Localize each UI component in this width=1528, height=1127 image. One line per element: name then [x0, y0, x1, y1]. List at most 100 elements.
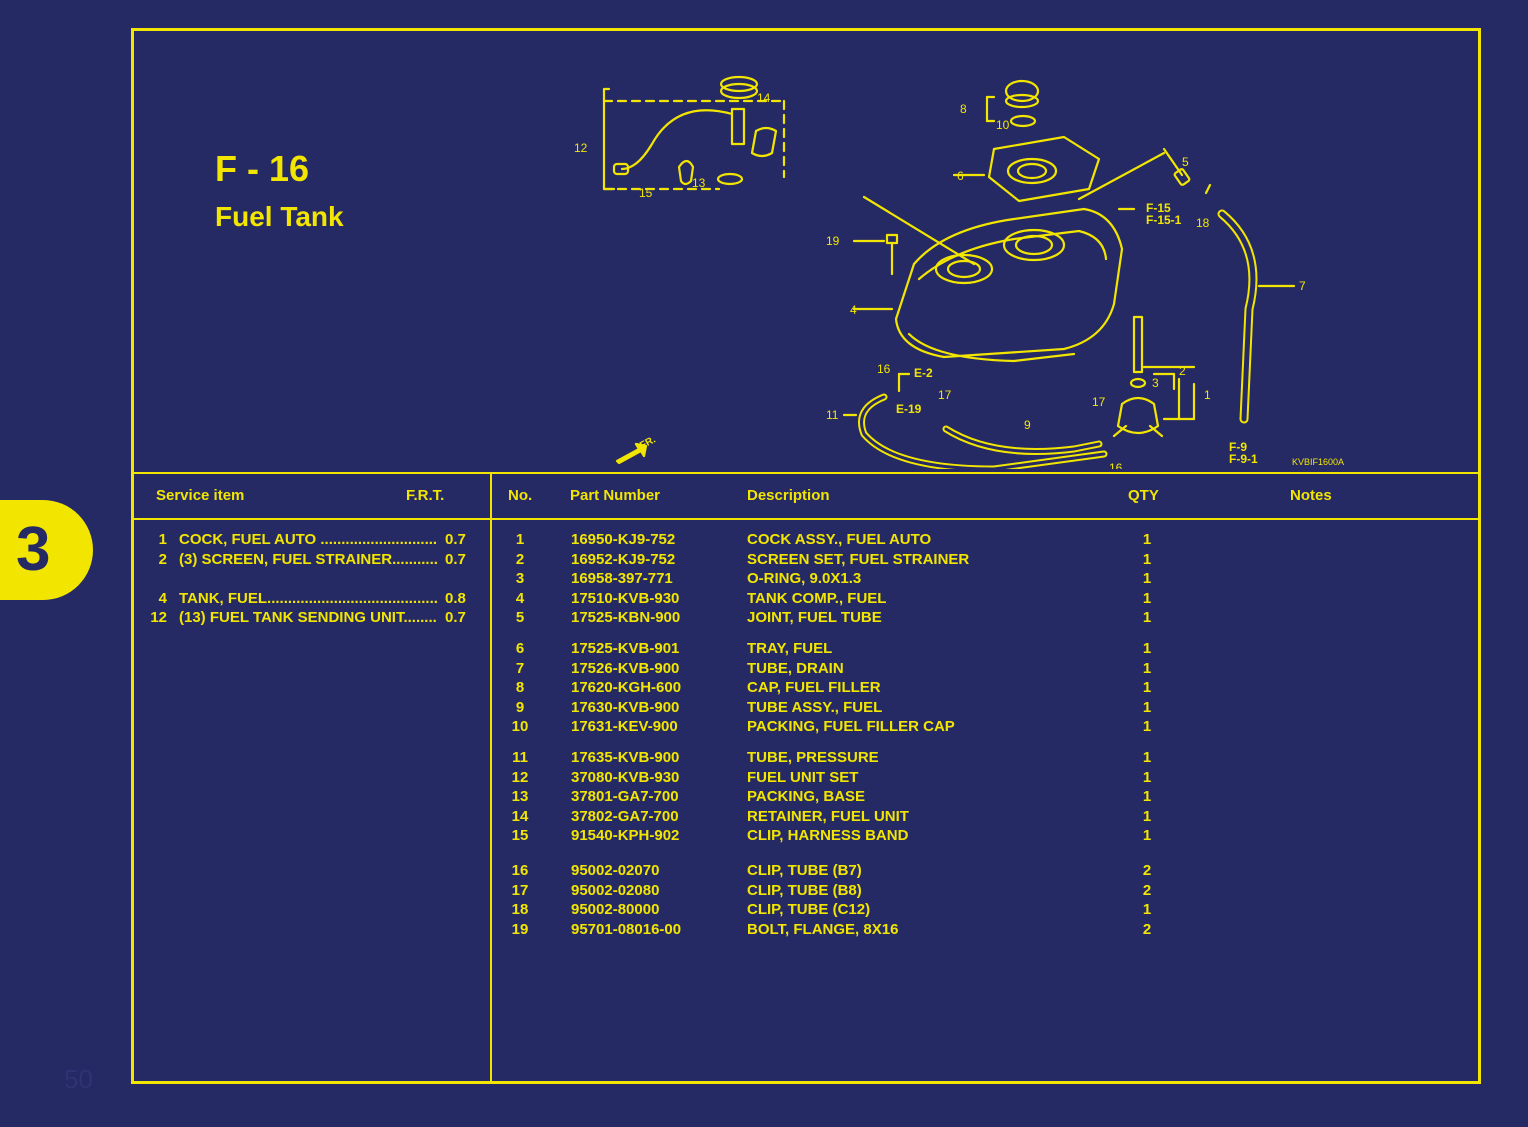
section-code: F - 16 [215, 148, 310, 189]
service-item: 4 TANK, FUEL............................… [134, 590, 490, 610]
part-description: PACKING, BASE [747, 788, 866, 805]
callout-12: 12 [574, 141, 588, 155]
part-qty: 1 [1142, 550, 1152, 568]
part-no: 8 [515, 679, 525, 696]
part-description: JOINT, FUEL TUBE [747, 609, 882, 626]
part-number-header: Part Number [570, 487, 661, 504]
callout-9: 9 [1024, 418, 1031, 432]
part-no: 13 [511, 788, 529, 805]
part-no: 7 [515, 659, 525, 677]
part-description: PACKING, FUEL FILLER CAP [747, 718, 955, 735]
part-no: 15 [511, 827, 529, 844]
part-number: 17525-KVB-901 [571, 640, 680, 657]
part-qty: 1 [1142, 570, 1152, 587]
callout-4: 4 [850, 303, 857, 317]
part-no: 14 [511, 807, 529, 825]
service-items-list: 1 COCK, FUEL AUTO ......................… [134, 531, 490, 629]
callout-16b: 16 [1109, 461, 1123, 469]
part-number: 91540-KPH-902 [571, 827, 680, 844]
part-description: CLIP, TUBE (B7) [747, 862, 862, 879]
parts-row: 5 17525-KBN-900 JOINT, FUEL TUBE 1 [494, 609, 1474, 628]
service-item-name: (13) FUEL TANK SENDING UNIT......... [179, 609, 437, 626]
divider-vertical [490, 472, 492, 1084]
callout-11: 11 [826, 408, 839, 422]
section-number: 3 [16, 515, 51, 584]
part-description: BOLT, FLANGE, 8X16 [747, 920, 899, 938]
callout-16a: 16 [877, 362, 891, 376]
callout-13: 13 [692, 176, 706, 190]
ref-f15: F-15 [1146, 201, 1171, 215]
part-no: 17 [511, 881, 529, 899]
part-qty: 1 [1142, 640, 1152, 657]
callout-6: 6 [957, 169, 964, 183]
part-no: 19 [511, 920, 529, 938]
callout-18: 18 [1196, 216, 1210, 230]
part-number: 17635-KVB-900 [571, 749, 680, 766]
part-number: 17526-KVB-900 [571, 659, 680, 677]
divider-top [134, 472, 1478, 474]
page-number: 50 [64, 1064, 93, 1094]
part-description: CAP, FUEL FILLER [747, 679, 881, 696]
part-number: 17525-KBN-900 [571, 609, 681, 626]
service-item: 12 (13) FUEL TANK SENDING UNIT......... … [134, 609, 490, 629]
part-description: TRAY, FUEL [747, 640, 833, 657]
callout-17a: 17 [938, 388, 952, 402]
part-no: 4 [515, 589, 525, 607]
callout-8: 8 [960, 102, 967, 116]
part-qty: 1 [1142, 589, 1152, 607]
part-description: CLIP, HARNESS BAND [747, 827, 909, 844]
callout-15: 15 [639, 186, 653, 200]
part-no: 1 [515, 531, 525, 548]
part-number: 95002-02070 [571, 862, 660, 879]
part-no: 11 [512, 749, 528, 766]
service-item-frt: 0.7 [445, 550, 466, 568]
service-item-frt: 0.7 [445, 609, 466, 626]
part-number: 17631-KEV-900 [571, 718, 678, 735]
part-description: CLIP, TUBE (C12) [747, 901, 871, 918]
part-qty: 2 [1142, 862, 1152, 879]
part-qty: 1 [1142, 788, 1152, 805]
part-number: 37080-KVB-930 [571, 768, 680, 786]
part-no: 2 [515, 550, 525, 568]
part-qty: 1 [1142, 659, 1152, 677]
service-item: 1 COCK, FUEL AUTO ......................… [134, 531, 490, 551]
part-number: 16958-397-771 [571, 570, 673, 587]
part-qty: 2 [1142, 920, 1152, 938]
part-no: 5 [515, 609, 525, 626]
service-item-no: 12 [150, 609, 167, 626]
part-number: 95002-80000 [571, 901, 660, 918]
service-item-name: (3) SCREEN, FUEL STRAINER...............… [179, 550, 437, 568]
part-qty: 1 [1142, 679, 1152, 696]
part-qty: 1 [1142, 901, 1152, 918]
ref-f9: F-9 [1229, 440, 1247, 454]
notes-header: Notes [1290, 487, 1332, 504]
part-description: TUBE, PRESSURE [747, 749, 879, 766]
part-number: 95002-02080 [571, 881, 660, 899]
callout-17b: 17 [1092, 395, 1106, 409]
part-qty: 1 [1142, 609, 1152, 626]
callout-1: 1 [1204, 388, 1211, 402]
front-direction-label: FR. [638, 434, 658, 451]
part-description: O-RING, 9.0X1.3 [747, 570, 862, 587]
divider-header [134, 518, 1478, 520]
part-qty: 1 [1142, 531, 1152, 548]
part-number: 17620-KGH-600 [571, 679, 682, 696]
part-number: 17630-KVB-900 [571, 698, 680, 716]
part-description: CLIP, TUBE (B8) [747, 881, 862, 899]
exploded-diagram: 14 12 13 15 19 8 10 6 5 18 7 4 2 3 1 16 … [574, 75, 1344, 469]
part-description: RETAINER, FUEL UNIT [747, 807, 909, 825]
